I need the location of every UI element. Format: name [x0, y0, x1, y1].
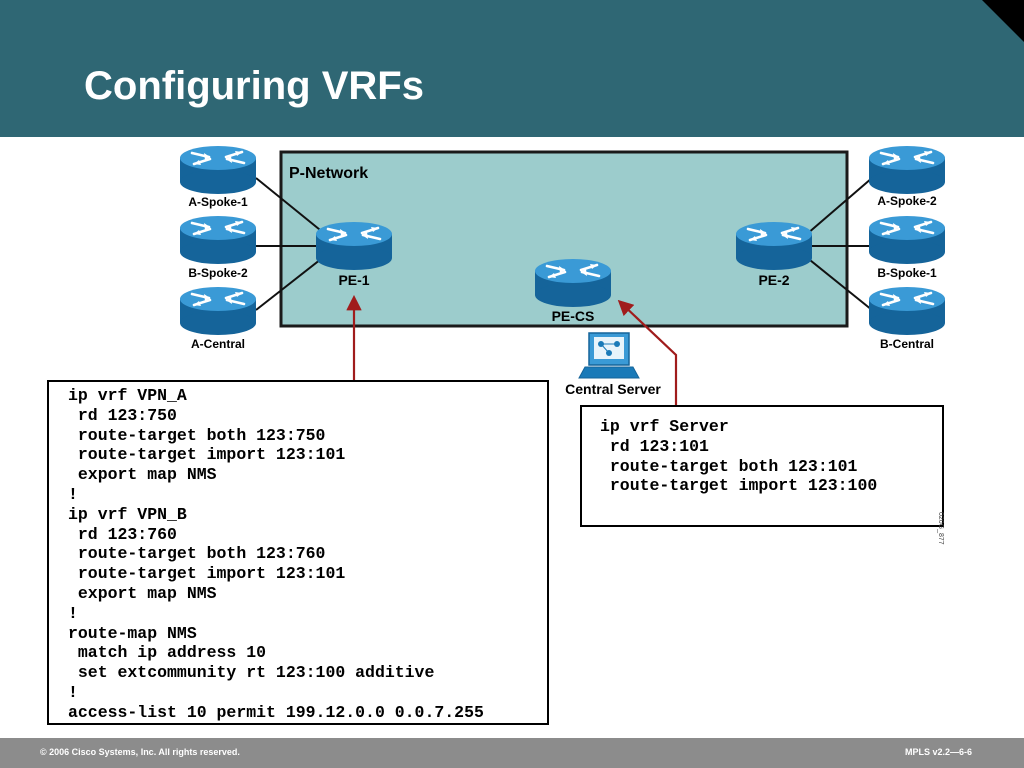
label-central-server: Central Server — [565, 381, 661, 397]
config-left-box: ip vrf VPN_A rd 123:750 route-target bot… — [47, 380, 549, 725]
config-left-text: ip vrf VPN_A rd 123:750 route-target bot… — [68, 386, 547, 723]
router-icon — [867, 214, 947, 266]
config-line: ip vrf Server — [600, 417, 729, 436]
slide-number: MPLS v2.2—6-6 — [904, 747, 972, 757]
config-line: ip vrf VPN_B — [68, 504, 187, 524]
config-line: route-target import 123:100 — [600, 476, 878, 496]
router-icon — [867, 285, 947, 337]
label-b-central: B-Central — [880, 337, 934, 351]
router-icon — [314, 220, 394, 272]
page-title: Configuring VRFs — [84, 64, 424, 108]
server-icon — [578, 332, 640, 379]
corner-mark — [982, 0, 1024, 42]
router-icon — [867, 144, 947, 196]
label-a-central: A-Central — [191, 337, 245, 351]
router-icon — [178, 214, 258, 266]
config-line: ! — [68, 484, 78, 504]
router-icon — [178, 144, 258, 196]
config-line: route-target import 123:101 — [68, 445, 346, 465]
config-line: route-target both 123:750 — [68, 425, 326, 445]
label-pe-2: PE-2 — [758, 272, 789, 288]
router-icon — [734, 220, 814, 272]
network-diagram: P-Network A-Spoke-1 B-Spoke-2 A-Central … — [178, 144, 947, 405]
link-lines — [255, 177, 873, 311]
config-line: rd 123:101 — [600, 436, 709, 456]
title-bar — [0, 0, 1024, 137]
config-line: rd 123:760 — [68, 524, 177, 544]
router-icon — [533, 257, 613, 309]
config-line: ! — [68, 603, 78, 623]
router-icon — [178, 285, 258, 337]
config-line: access-list 10 permit 199.12.0.0 0.0.7.2… — [68, 702, 484, 722]
label-b-spoke-1: B-Spoke-1 — [877, 266, 937, 280]
config-line: route-target both 123:101 — [600, 456, 858, 476]
label-a-spoke-2: A-Spoke-2 — [877, 194, 937, 208]
label-pe-cs: PE-CS — [552, 308, 595, 324]
config-line: ip vrf VPN_A — [68, 386, 187, 405]
p-network-label: P-Network — [289, 165, 368, 182]
label-a-spoke-1: A-Spoke-1 — [188, 195, 248, 209]
copyright-text: © 2006 Cisco Systems, Inc. All rights re… — [40, 747, 240, 757]
config-right-box: ip vrf Server rd 123:101 route-target bo… — [580, 405, 944, 527]
label-pe-1: PE-1 — [338, 272, 369, 288]
config-right-text: ip vrf Server rd 123:101 route-target bo… — [600, 417, 942, 496]
config-line: route-target import 123:101 — [68, 564, 346, 584]
config-line: ! — [68, 682, 78, 702]
config-line: rd 123:750 — [68, 405, 177, 425]
config-line: match ip address 10 — [68, 643, 267, 663]
label-b-spoke-2: B-Spoke-2 — [188, 266, 248, 280]
config-line: export map NMS — [68, 583, 217, 603]
footer-bar: © 2006 Cisco Systems, Inc. All rights re… — [0, 738, 1024, 768]
arrow-lines — [346, 294, 678, 405]
config-line: route-map NMS — [68, 623, 197, 643]
config-line: route-target both 123:760 — [68, 544, 326, 564]
config-line: set extcommunity rt 123:100 additive — [68, 663, 435, 683]
figure-id: 020G_877 — [937, 512, 944, 545]
config-line: export map NMS — [68, 465, 217, 485]
